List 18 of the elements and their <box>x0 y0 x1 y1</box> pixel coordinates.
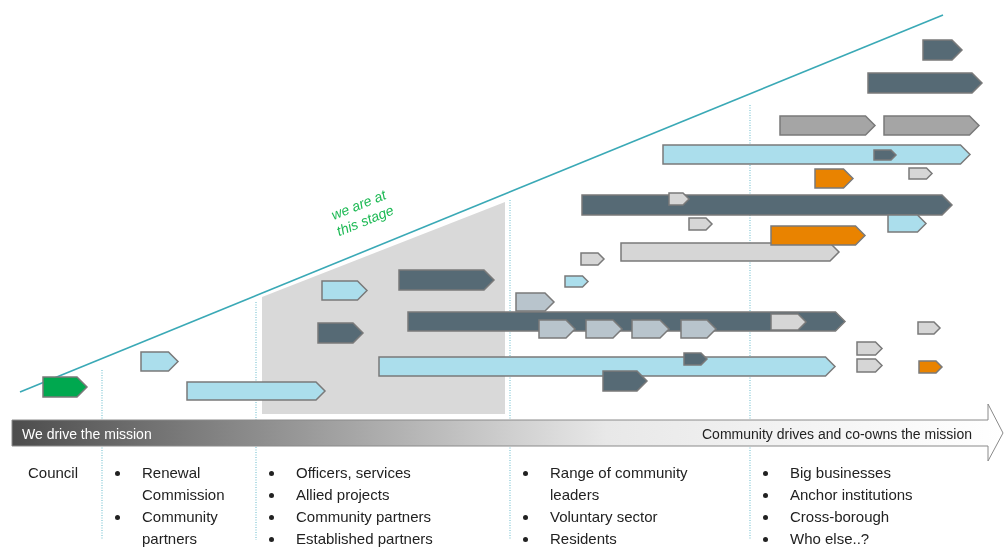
stakeholder-item: Anchor institutions <box>790 485 913 505</box>
stakeholder-item: Allied projects <box>296 485 390 505</box>
stakeholder-item: Community partners <box>296 507 432 527</box>
stakeholder-item: Renewal Commission <box>142 463 226 505</box>
direction-arrow-band <box>11 403 1004 462</box>
stakeholder-item: Voluntary sector <box>550 507 658 527</box>
band-text: We drive the mission <box>22 425 152 444</box>
stakeholder-item: Officers, services <box>296 463 411 483</box>
stakeholder-item: Cross-borough <box>790 507 890 527</box>
stage-note: we are at this stage <box>327 185 397 242</box>
stakeholder-item: Established partners <box>296 529 433 547</box>
stakeholder-item: Range of community leaders <box>550 463 689 505</box>
stakeholder-item: Big businesses <box>790 463 891 483</box>
stakeholder-item: Community partners <box>142 507 219 547</box>
stakeholder-item: Who else..? <box>790 529 870 547</box>
stakeholder-item: Council <box>28 463 79 483</box>
band-text: Community drives and co-owns the mission <box>702 425 972 444</box>
stakeholder-item: Residents <box>550 529 617 547</box>
